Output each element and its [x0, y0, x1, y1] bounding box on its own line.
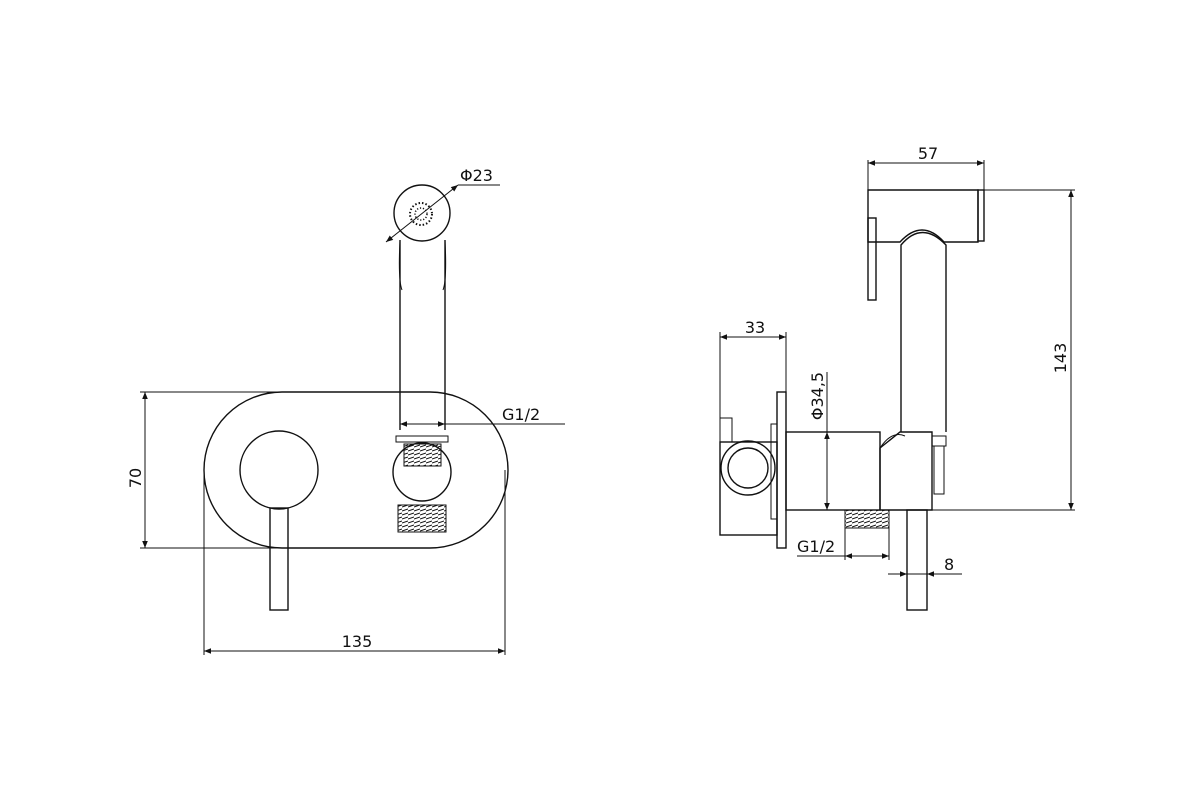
sprayer-body-side [900, 231, 947, 432]
valve-knob [239, 430, 319, 510]
connector-flange [395, 435, 449, 443]
body-diameter-label: Φ34,5 [808, 372, 827, 420]
valve-body [785, 431, 881, 511]
connector-curve [879, 434, 906, 449]
wall-box-tab [719, 417, 733, 443]
supply-pipe [906, 509, 928, 611]
side-view: 57 143 33 Φ34,5 G1/2 8 [719, 144, 1075, 611]
pipe-label: 8 [944, 555, 954, 574]
connector-nut [931, 435, 947, 447]
connector-stub [933, 445, 945, 495]
cover-plate [203, 391, 509, 549]
sprayer-handle [399, 240, 446, 430]
width-label-front: 135 [342, 632, 373, 651]
front-view: Φ23 G1/2 70 135 [126, 166, 565, 655]
sprayer-neck [398, 239, 447, 291]
head-diameter-line [385, 184, 459, 243]
plate-edge [770, 423, 778, 520]
knob-side [720, 440, 776, 496]
bottom-thread [844, 509, 890, 529]
sprayer-head-side [867, 189, 979, 243]
sprayer-trigger [867, 217, 877, 301]
hose-outlet [392, 442, 452, 502]
hose-connector [879, 431, 933, 511]
depth-label: 33 [745, 318, 765, 337]
plate-side [776, 391, 787, 549]
total-height-label: 143 [1051, 343, 1070, 374]
outlet-base-thread [397, 504, 447, 533]
outlet-thread [403, 443, 442, 467]
thread-label-side: G1/2 [797, 537, 835, 556]
sprayer-head-tip [977, 189, 985, 242]
top-width-label: 57 [918, 144, 938, 163]
head-diameter-label: Φ23 [460, 166, 493, 185]
knob-side-inner [727, 447, 769, 489]
valve-lever [269, 507, 289, 611]
thread-label-front: G1/2 [502, 405, 540, 424]
height-label-front: 70 [126, 468, 145, 488]
